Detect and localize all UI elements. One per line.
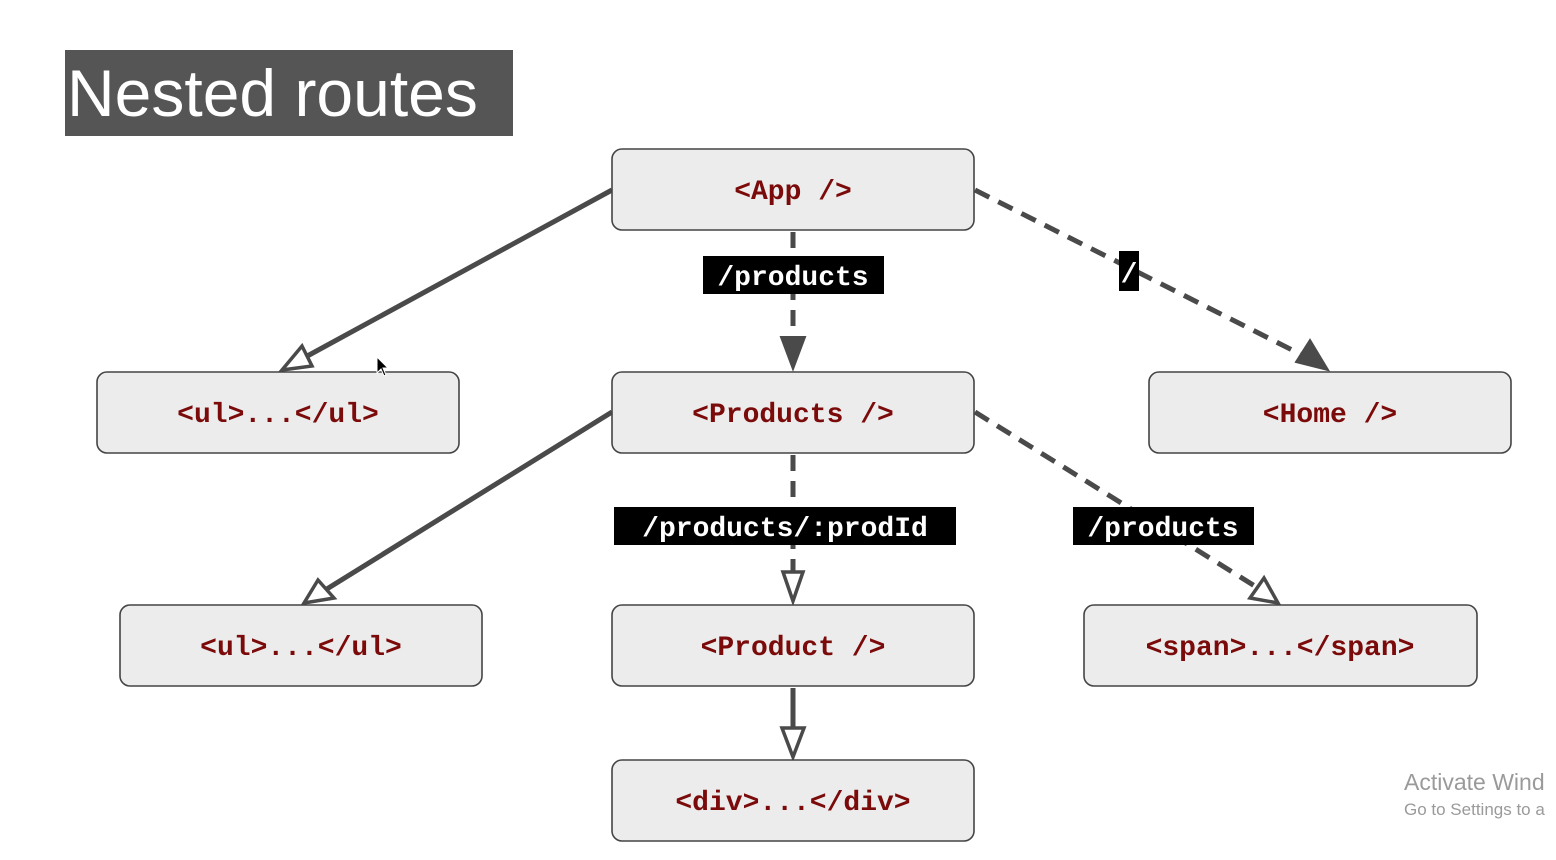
edge-app-ul bbox=[298, 187, 614, 363]
node-label: <Home /> bbox=[1263, 400, 1397, 431]
edge-label-text: / bbox=[1121, 260, 1138, 291]
edge-label-products-span: /products bbox=[1073, 507, 1254, 545]
edge-label-text: /products bbox=[717, 263, 868, 294]
page-title: Nested routes bbox=[65, 50, 513, 136]
edge-label-products-product: /products/:prodId bbox=[614, 507, 956, 545]
watermark-line-2: Go to Settings to a bbox=[1404, 800, 1545, 819]
watermark-line-1: Activate Wind bbox=[1404, 769, 1545, 795]
edge-label-app-home: / bbox=[1119, 251, 1139, 291]
edge-label-text: /products bbox=[1087, 514, 1238, 545]
edge-app-home bbox=[973, 187, 1310, 361]
edge-label-app-products: /products bbox=[703, 256, 884, 294]
arrowhead-hollow-icon bbox=[300, 577, 338, 606]
arrowhead-filled-icon bbox=[779, 336, 807, 372]
node-ul-bottom: <ul>...</ul> bbox=[119, 604, 483, 687]
node-label: <App /> bbox=[734, 177, 852, 208]
arrowhead-hollow-icon bbox=[277, 342, 315, 373]
node-label: <Products /> bbox=[692, 400, 894, 431]
node-products: <Products /> bbox=[611, 371, 975, 454]
edge-products-span bbox=[973, 409, 1260, 591]
node-product: <Product /> bbox=[611, 604, 975, 687]
mouse-cursor-icon bbox=[376, 356, 390, 377]
node-ul-top: <ul>...</ul> bbox=[96, 371, 460, 454]
node-label: <span>...</span> bbox=[1146, 633, 1415, 664]
node-label: <ul>...</ul> bbox=[200, 633, 402, 664]
activate-windows-watermark: Activate Wind Go to Settings to a bbox=[1404, 768, 1556, 822]
node-home: <Home /> bbox=[1148, 371, 1512, 454]
edge-label-text: /products/:prodId bbox=[642, 514, 928, 545]
node-span: <span>...</span> bbox=[1083, 604, 1478, 687]
arrowhead-hollow-icon bbox=[779, 726, 807, 762]
arrowhead-hollow-icon bbox=[1246, 574, 1282, 606]
node-label: <Product /> bbox=[701, 633, 886, 664]
node-label: <div>...</div> bbox=[675, 788, 910, 819]
arrowhead-hollow-icon bbox=[780, 570, 806, 607]
edge-products-ul bbox=[320, 409, 614, 595]
node-label: <ul>...</ul> bbox=[177, 400, 379, 431]
node-div: <div>...</div> bbox=[611, 759, 975, 842]
node-app: <App /> bbox=[611, 148, 975, 231]
arrowhead-filled-icon bbox=[1294, 338, 1331, 372]
